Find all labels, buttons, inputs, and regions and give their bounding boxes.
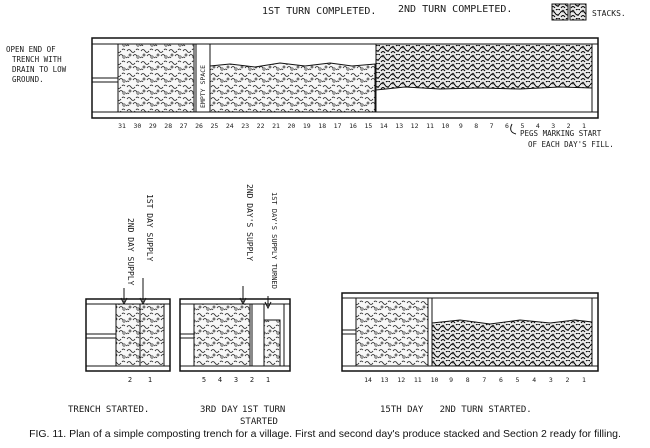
peg-number: 6 [499, 376, 503, 384]
peg-number: 10 [441, 122, 449, 130]
peg-number: 2 [128, 376, 132, 384]
peg-number: 3 [551, 122, 555, 130]
peg-number: 29 [149, 122, 157, 130]
svg-text:TRENCH WITH: TRENCH WITH [12, 55, 62, 64]
peg-number: 1 [582, 122, 586, 130]
turn1-label: 1ST TURN COMPLETED. [262, 6, 376, 17]
peg-number: 23 [241, 122, 249, 130]
peg-number: 10 [431, 376, 439, 384]
panel3-numbers: 14 13 12 11 10 9 8 7 6 5 4 3 2 1 [364, 376, 586, 384]
peg-number: 14 [380, 122, 388, 130]
stacks-legend-label: STACKS. [592, 9, 626, 18]
peg-number: 18 [318, 122, 326, 130]
peg-number: 21 [272, 122, 280, 130]
peg-number: 3 [549, 376, 553, 384]
peg-number: 1 [148, 376, 152, 384]
peg-number: 22 [257, 122, 265, 130]
peg-number: 2 [565, 376, 569, 384]
peg-number: 16 [349, 122, 357, 130]
peg-number: 20 [287, 122, 295, 130]
peg-number: 24 [226, 122, 234, 130]
peg-number: 5 [520, 122, 524, 130]
svg-text:1ST TURN: 1ST TURN [242, 405, 285, 415]
panel2-label: 3RD DAY 1ST TURN STARTED [200, 405, 285, 427]
peg-number: 31 [118, 122, 126, 130]
turn2-label: 2ND TURN COMPLETED. [398, 4, 512, 15]
peg-number: 9 [449, 376, 453, 384]
peg-number: 25 [210, 122, 218, 130]
open-end-note: OPEN END OF TRENCH WITH DRAIN TO LOW GRO… [6, 45, 67, 84]
peg-number: 15 [364, 122, 372, 130]
svg-text:STARTED: STARTED [240, 417, 278, 427]
panel-trench-started [85, 298, 171, 372]
svg-text:OF EACH DAY'S FILL.: OF EACH DAY'S FILL. [528, 140, 614, 149]
peg-number: 7 [490, 122, 494, 130]
peg-number: 9 [459, 122, 463, 130]
peg-number: 13 [395, 122, 403, 130]
svg-text:DRAIN TO LOW: DRAIN TO LOW [12, 65, 67, 74]
peg-number: 11 [426, 122, 434, 130]
first-turn-heap [209, 62, 376, 113]
panel2-numbers: 5 4 3 2 1 [202, 376, 270, 384]
peg-number: 2 [567, 122, 571, 130]
peg-number: 17 [334, 122, 342, 130]
peg-number: 8 [474, 122, 478, 130]
peg-number: 4 [532, 376, 536, 384]
peg-number: 12 [397, 376, 405, 384]
peg-number: 14 [364, 376, 372, 384]
pegs-note: PEGS MARKING START OF EACH DAY'S FILL. [510, 123, 614, 149]
peg-number: 1 [266, 376, 270, 384]
svg-text:OPEN END OF: OPEN END OF [6, 45, 56, 54]
first-days-supply-turned-label: 1ST DAY'S SUPPLY TURNED [270, 192, 278, 289]
panel-third-day-first-turn [179, 298, 291, 372]
peg-number: 30 [133, 122, 141, 130]
peg-number: 26 [195, 122, 203, 130]
figure-caption: FIG. 11. Plan of a simple composting tre… [29, 428, 621, 440]
peg-number: 7 [482, 376, 486, 384]
peg-number: 13 [381, 376, 389, 384]
peg-number: 3 [234, 376, 238, 384]
svg-text:PEGS MARKING START: PEGS MARKING START [520, 129, 602, 138]
peg-number: 8 [466, 376, 470, 384]
peg-number: 12 [411, 122, 419, 130]
stacks-legend-swatch-2 [569, 3, 587, 21]
fill-section-1 [117, 43, 195, 113]
panel1-label: TRENCH STARTED. [68, 405, 149, 415]
peg-number: 11 [414, 376, 422, 384]
empty-space-label: EMPTY SPACE [199, 65, 207, 108]
peg-number: 1 [582, 376, 586, 384]
second-day-supply-label-a: 2ND DAY SUPPLY [126, 218, 135, 286]
peg-number: 5 [516, 376, 520, 384]
svg-text:3RD DAY: 3RD DAY [200, 405, 239, 415]
panel3-label: 15TH DAY 2ND TURN STARTED. [380, 405, 532, 415]
peg-number: 5 [202, 376, 206, 384]
trench-plan-top: EMPTY SPACE [91, 37, 599, 119]
peg-number: 27 [180, 122, 188, 130]
peg-number: 6 [505, 122, 509, 130]
peg-number: 19 [303, 122, 311, 130]
svg-text:GROUND.: GROUND. [12, 75, 44, 84]
panel-fifteenth-day-second-turn [341, 292, 599, 372]
first-day-supply-label: 1ST DAY SUPPLY [145, 194, 154, 262]
stacks-legend-swatch-1 [551, 3, 569, 21]
peg-number: 4 [218, 376, 222, 384]
peg-number: 4 [536, 122, 540, 130]
peg-number: 28 [164, 122, 172, 130]
peg-number: 2 [250, 376, 254, 384]
second-days-supply-label-b: 2ND DAY'S SUPPLY [245, 184, 254, 261]
second-turn-heap [375, 43, 593, 91]
